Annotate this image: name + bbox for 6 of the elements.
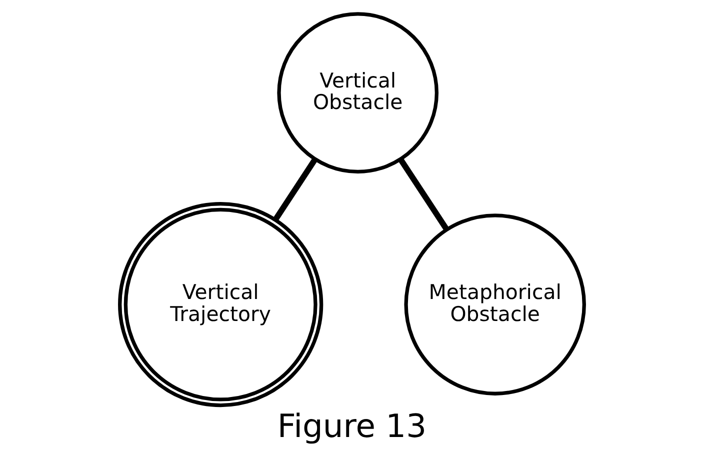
node-circle: Metaphorical Obstacle: [404, 214, 586, 396]
node-circle: Vertical Trajectory: [118, 202, 323, 408]
node-circle: Vertical Obstacle: [276, 12, 438, 174]
connector: [272, 158, 317, 221]
caption: Figure 13: [276, 406, 426, 445]
connector: [398, 158, 449, 232]
